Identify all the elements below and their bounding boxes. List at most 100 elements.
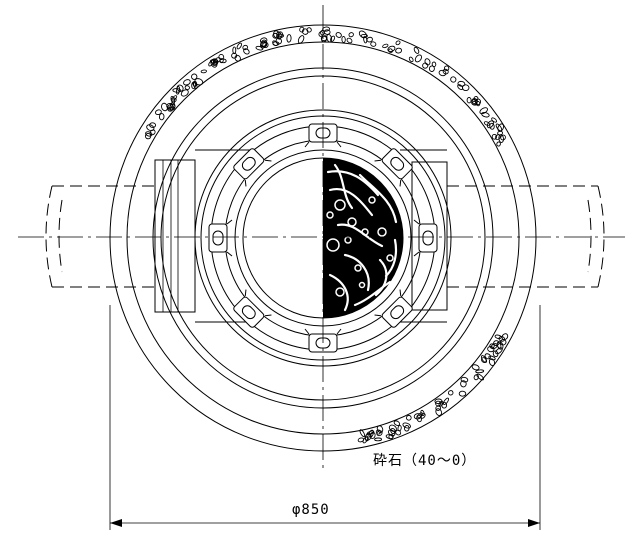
gravel-pebble (318, 31, 324, 37)
gravel-pebble (494, 134, 501, 140)
cover-dot (335, 287, 345, 297)
gravel-pebble (405, 415, 412, 421)
gravel-pebble (413, 46, 420, 54)
frame-lug (208, 219, 233, 257)
gravel-pebble (323, 29, 331, 35)
gravel-pebble (438, 69, 447, 77)
gravel-pebble (481, 111, 490, 118)
cover-dot (377, 227, 387, 237)
gravel-pebble (450, 76, 457, 83)
gravel-pebble (441, 401, 448, 409)
pipe-right (447, 185, 605, 288)
gravel-pebble (176, 85, 180, 95)
gravel-pebble (414, 54, 422, 63)
cover-decorative-pattern (326, 163, 398, 312)
cover-dot (386, 254, 394, 262)
gravel-pebble (404, 425, 410, 432)
gravel-pebble (491, 133, 498, 140)
gravel-pebble (494, 334, 502, 340)
gravel-pebble (420, 409, 425, 417)
gravel-pebble (484, 353, 492, 360)
cover-swirl (336, 223, 384, 248)
gravel-pebble (402, 422, 411, 429)
gravel-pebble (395, 40, 401, 46)
gravel-pebble (496, 141, 501, 147)
gravel-pebble (358, 30, 367, 39)
frame-lug (374, 289, 413, 328)
gravel-pebble (476, 373, 485, 381)
gravel-pebble (479, 107, 488, 115)
gravel-pebble (393, 420, 401, 426)
gravel-pebble (498, 336, 506, 342)
gravel-pebble (335, 32, 342, 38)
gravel-pebble (346, 37, 353, 44)
gravel-pebble (497, 130, 504, 136)
gravel-pebble (382, 43, 389, 49)
gravel-pebble (387, 45, 396, 53)
gravel-pebble (364, 432, 372, 441)
gravel-pebble (260, 39, 267, 49)
gravel-pebble (488, 355, 496, 361)
cover-dot (326, 238, 340, 252)
cover-dot (361, 228, 369, 236)
gravel-pebble (149, 122, 157, 128)
gravel-pebble (286, 34, 292, 43)
gravel-pebble (486, 120, 494, 129)
gravel-pebble (169, 103, 176, 111)
gravel-pebble (491, 117, 498, 123)
gravel-pebble (500, 134, 506, 141)
gravel-label: 砕石（40～0） (373, 453, 476, 469)
gravel-pebble (460, 380, 467, 388)
gravel-pebble (490, 343, 498, 350)
gravel-pebble (475, 369, 485, 374)
cover-swirl (333, 163, 354, 210)
gravel-pebble (460, 376, 469, 383)
gravel-pebble (272, 32, 279, 39)
gravel-pebble (474, 98, 482, 105)
gravel-pebble (443, 65, 450, 72)
gravel-pebble (170, 102, 176, 109)
gravel-pebble (364, 435, 369, 442)
frame-lug (233, 148, 272, 187)
gravel-pebble (413, 413, 422, 420)
gravel-pebble (255, 45, 264, 51)
gravel-pebble (232, 46, 237, 55)
gravel-pebble (457, 80, 466, 87)
diameter-dimension (109, 305, 541, 530)
center-lines (18, 5, 625, 470)
gravel-pebble (388, 424, 397, 432)
gravel-pebble (180, 89, 189, 97)
gravel-pebble (480, 355, 488, 363)
gravel-pebble (408, 56, 414, 63)
gravel-pebble (428, 65, 435, 72)
gravel-pebble (321, 35, 328, 43)
gravel-pebble (183, 79, 191, 86)
gravel-pebble (495, 123, 503, 132)
gravel-pebble (194, 78, 204, 86)
cover-swirl (343, 253, 370, 292)
frame-lug (374, 148, 413, 187)
gravel-pebble (158, 113, 165, 121)
gravel-pebble (144, 132, 152, 140)
gravel-pebble (368, 429, 374, 438)
gravel-pebble (320, 35, 327, 42)
cover-swirl (384, 238, 398, 278)
gravel-pebble (442, 397, 450, 405)
gravel-pebble (176, 84, 184, 92)
cover-dot (326, 211, 334, 219)
cover-swirl (326, 170, 380, 197)
gravel-pebble (370, 41, 377, 47)
cover-dot (368, 196, 376, 204)
gravel-pebble (489, 122, 495, 130)
gravel-pebble (200, 69, 207, 74)
gravel-pebble (447, 390, 454, 396)
cover-swirl (374, 258, 388, 297)
cover-swirl (328, 273, 349, 312)
cover-swirl (328, 187, 374, 217)
gravel-pebble (422, 62, 429, 69)
frame-lugs (208, 123, 438, 353)
gravel-pebble (376, 425, 384, 433)
gravel-pebble (306, 27, 312, 33)
gravel-band-bottom (357, 333, 509, 444)
